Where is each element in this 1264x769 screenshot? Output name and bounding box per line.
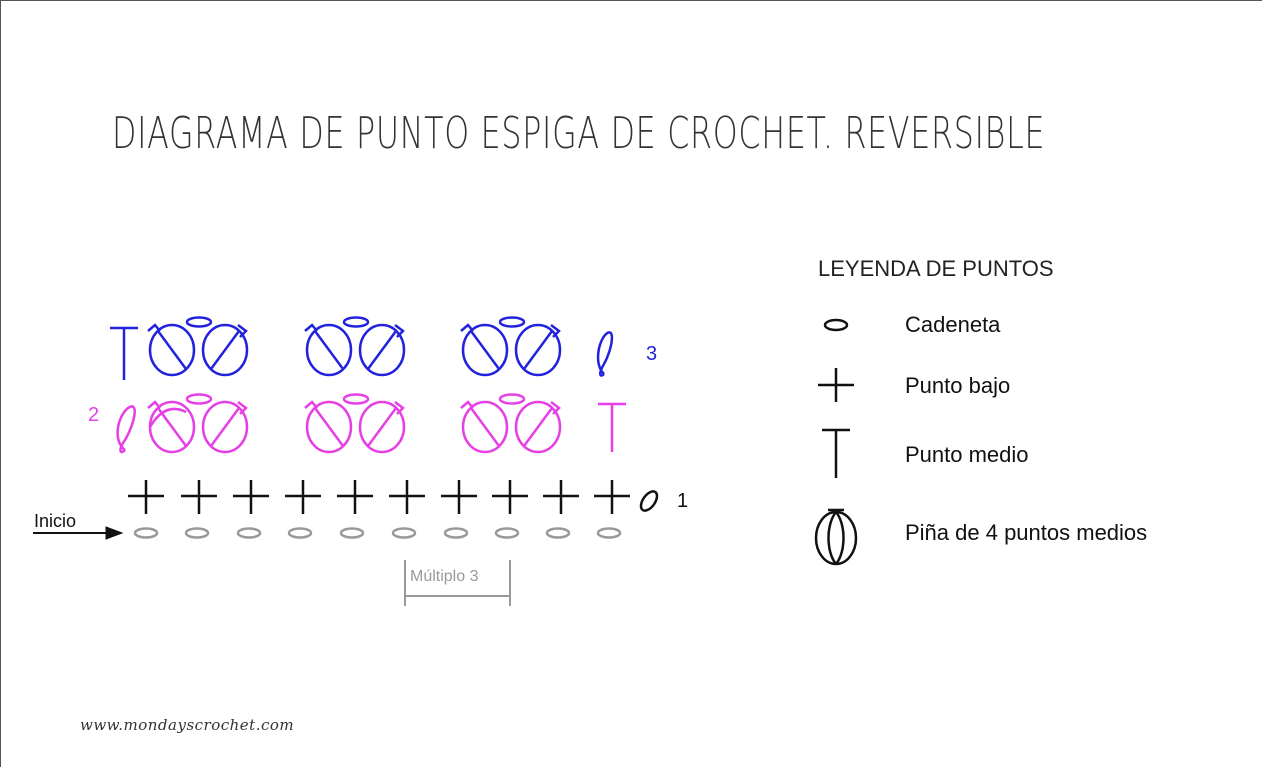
- turning-chain: [596, 331, 614, 377]
- row-number-2: 2: [88, 404, 100, 426]
- start-label: Inicio: [34, 511, 77, 531]
- multiple-label: Múltiplo 3: [410, 568, 479, 585]
- turning-chain: [639, 490, 659, 512]
- half-double-crochet: [598, 402, 626, 452]
- chain-stitch: [596, 527, 622, 539]
- legend-label-single-crochet: Punto bajo: [905, 373, 1011, 398]
- legend-symbols: [814, 318, 858, 566]
- start-arrow: [33, 526, 124, 540]
- chain-stitch: [391, 527, 417, 539]
- chain-stitch: [184, 527, 210, 539]
- row-number-3: 3: [646, 343, 658, 365]
- chain-stitch: [443, 527, 469, 539]
- chain-stitch: [339, 527, 365, 539]
- chain-stitch: [545, 527, 571, 539]
- t-icon: [822, 428, 850, 478]
- legend-title: LEYENDA DE PUNTOS: [818, 256, 1054, 281]
- puff-cluster-group: [147, 316, 249, 377]
- chain-stitch: [287, 527, 313, 539]
- chain-oval-icon: [823, 318, 849, 332]
- puff-cluster-group: [147, 393, 249, 454]
- multiple-bracket: [404, 560, 511, 606]
- website-url: www.mondayscrochet.com: [80, 716, 295, 734]
- chain-stitch: [236, 527, 262, 539]
- puff-cluster-group: [304, 316, 406, 377]
- chain-stitch: [494, 527, 520, 539]
- row-1-single-crochet: [128, 480, 659, 514]
- turning-chain: [116, 405, 136, 454]
- puff-icon: [814, 508, 858, 566]
- row-2-stitches: [116, 393, 626, 454]
- puff-cluster-group: [460, 393, 562, 454]
- half-double-crochet: [110, 326, 138, 380]
- foundation-chain-row: [133, 527, 622, 539]
- legend-label-chain: Cadeneta: [905, 312, 1001, 337]
- plus-icon: [818, 368, 854, 402]
- row-number-1: 1: [677, 490, 689, 512]
- legend-label-half-double: Punto medio: [905, 442, 1029, 467]
- chain-stitch: [133, 527, 159, 539]
- puff-cluster-group: [304, 393, 406, 454]
- row-3-stitches: [110, 316, 614, 380]
- legend-label-puff: Piña de 4 puntos medios: [905, 520, 1148, 545]
- puff-cluster-group: [460, 316, 562, 377]
